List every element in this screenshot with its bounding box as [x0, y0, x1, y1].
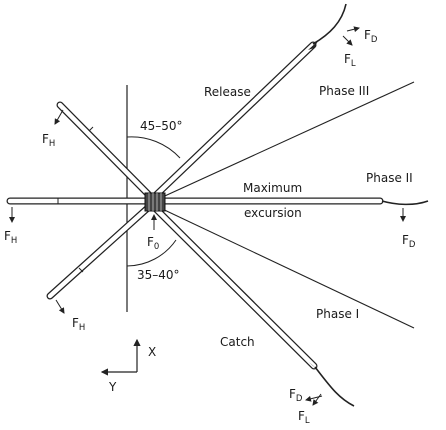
label-release: Release: [204, 85, 251, 99]
phase-i-boundary-line: [155, 205, 415, 329]
label-phase-ii: Phase II: [366, 171, 413, 185]
label-axis-x: X: [148, 345, 156, 359]
label-f0: F0: [147, 235, 159, 252]
label-fl-release: FL: [344, 52, 356, 69]
oarlock-hub: [144, 192, 166, 212]
label-fd-release: FD: [364, 28, 378, 45]
arrow-fh-upper: [54, 109, 64, 125]
arrow-fl-catch: [312, 393, 322, 406]
angle-arc-bottom: [126, 239, 177, 267]
label-phase-i: Phase I: [316, 307, 359, 321]
arrow-fd-release: [346, 26, 360, 33]
label-axis-y: Y: [108, 380, 117, 394]
angle-arc-top: [126, 136, 181, 159]
label-fd-catch: FD: [289, 387, 303, 404]
phase-iii-boundary-line: [155, 81, 415, 201]
label-catch: Catch: [220, 335, 255, 349]
label-angle-top: 45–50°: [140, 119, 183, 133]
label-fh-lower: FH: [72, 316, 85, 333]
oar-handle-lower-left: [46, 202, 154, 300]
label-fh-horizontal: FH: [4, 229, 17, 246]
label-maximum: Maximum: [243, 181, 302, 195]
label-fh-upper: FH: [42, 132, 55, 149]
water-curve-release: [312, 3, 347, 45]
arrow-fl-release: [342, 35, 353, 46]
water-curve-maximum: [381, 200, 429, 206]
label-phase-iii: Phase III: [319, 84, 369, 98]
oar-maximum-excursion: [6, 197, 384, 205]
label-fl-catch: FL: [298, 409, 310, 426]
label-excursion: excursion: [244, 206, 302, 220]
water-curve-catch: [314, 366, 355, 407]
oar-handle-upper-left: [56, 101, 154, 200]
label-angle-bottom: 35–40°: [137, 268, 180, 282]
label-fd-maximum: FD: [402, 233, 416, 250]
arrow-fh-lower: [55, 299, 65, 314]
